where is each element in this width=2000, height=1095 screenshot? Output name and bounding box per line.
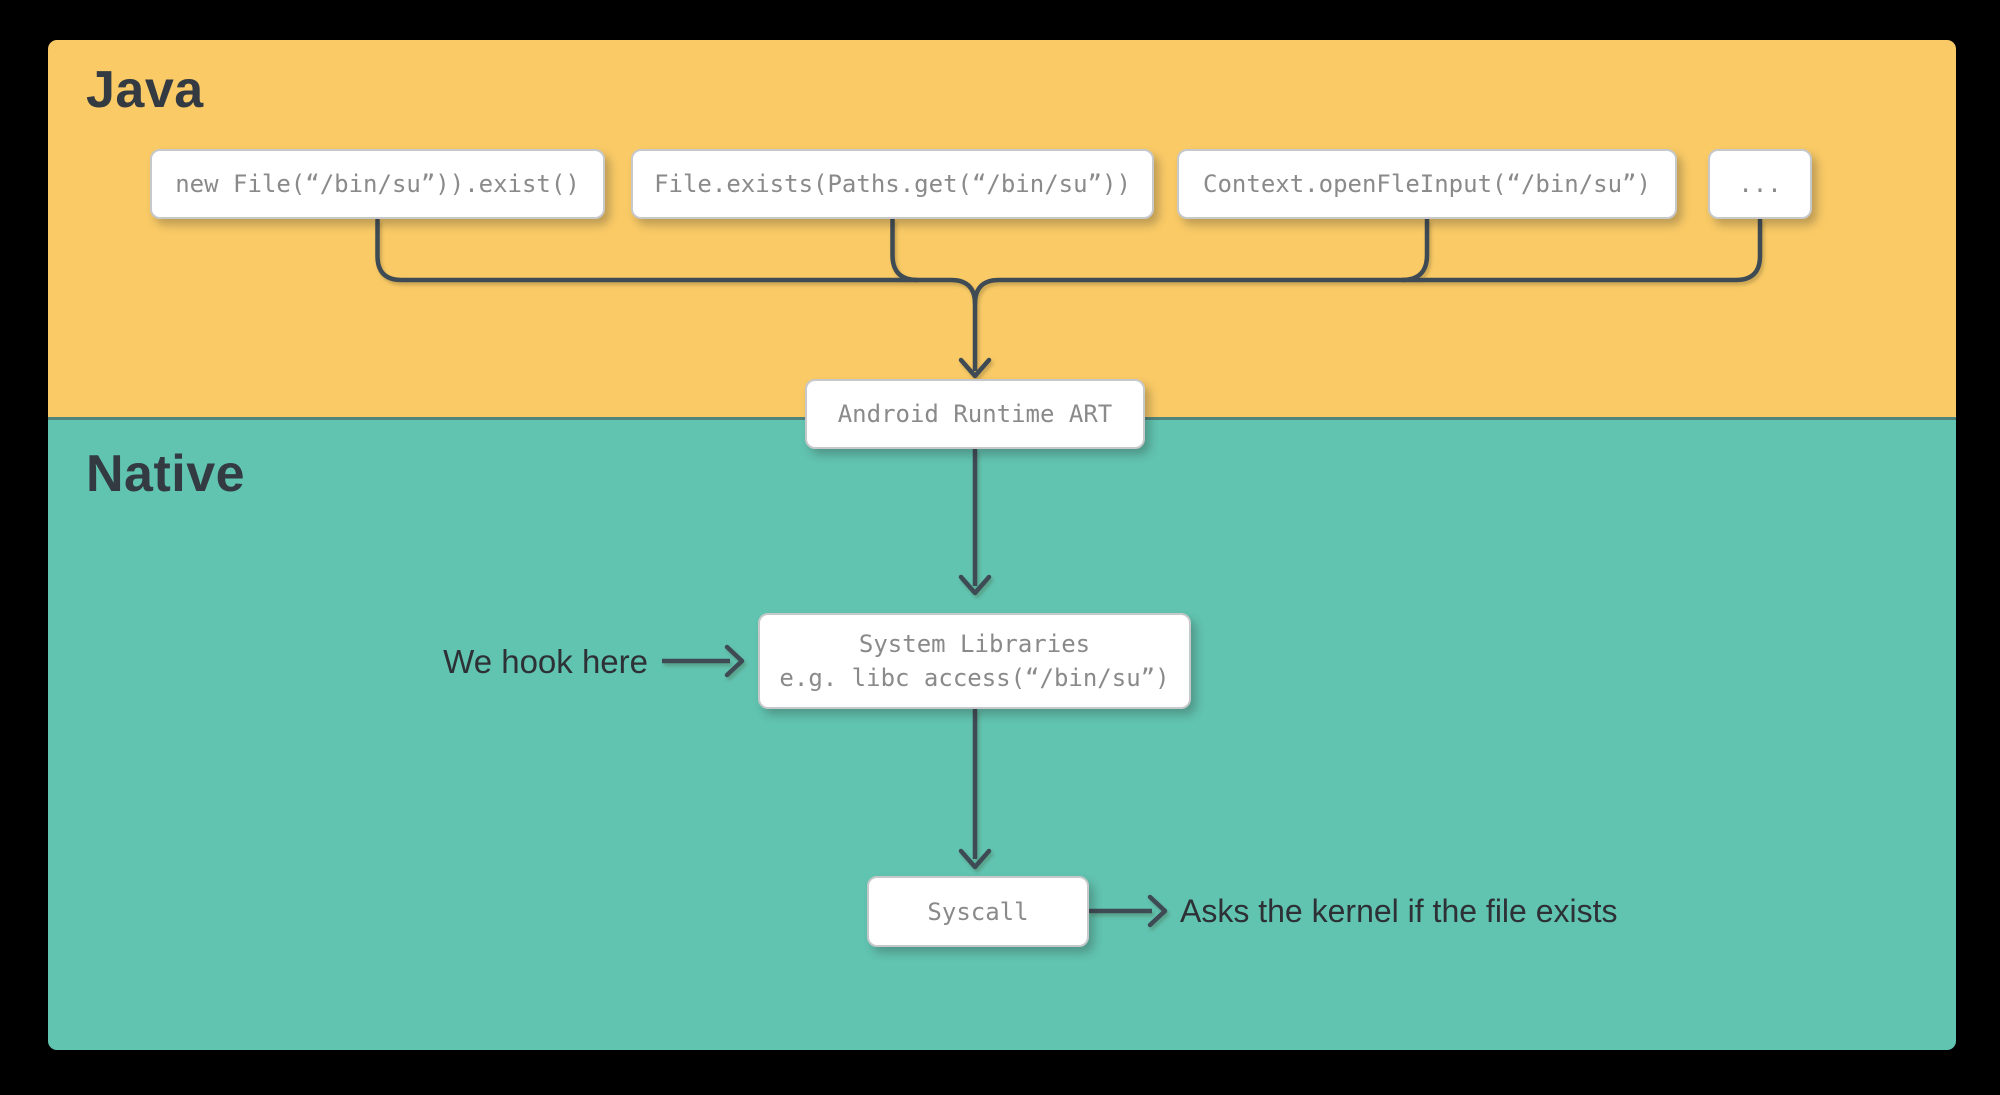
native-layer-heading: Native (86, 445, 246, 503)
system-libraries-node: System Libraries e.g. libc access(“/bin/… (758, 613, 1191, 709)
system-libraries-title: System Libraries (858, 630, 1091, 658)
diagram-panel: Java Native new File(“/bin/su”)).exist()… (48, 40, 1956, 1050)
kernel-check-label: Asks the kernel if the file exists (1180, 893, 1618, 929)
java-layer-section (48, 40, 1956, 417)
native-layer-section (48, 417, 1956, 1050)
java-layer-heading: Java (86, 61, 204, 119)
api-box-new-file-exist: new File(“/bin/su”)).exist() (150, 149, 605, 219)
syscall-node: Syscall (867, 876, 1089, 947)
api-box-file-exists-paths: File.exists(Paths.get(“/bin/su”)) (631, 149, 1154, 219)
android-runtime-art-node: Android Runtime ART (805, 379, 1145, 449)
api-box-ellipsis: ... (1708, 149, 1812, 219)
system-libraries-example: e.g. libc access(“/bin/su”) (779, 664, 1170, 692)
api-box-context-openfileinput: Context.openFleInput(“/bin/su”) (1177, 149, 1677, 219)
we-hook-here-label: We hook here (443, 643, 648, 680)
